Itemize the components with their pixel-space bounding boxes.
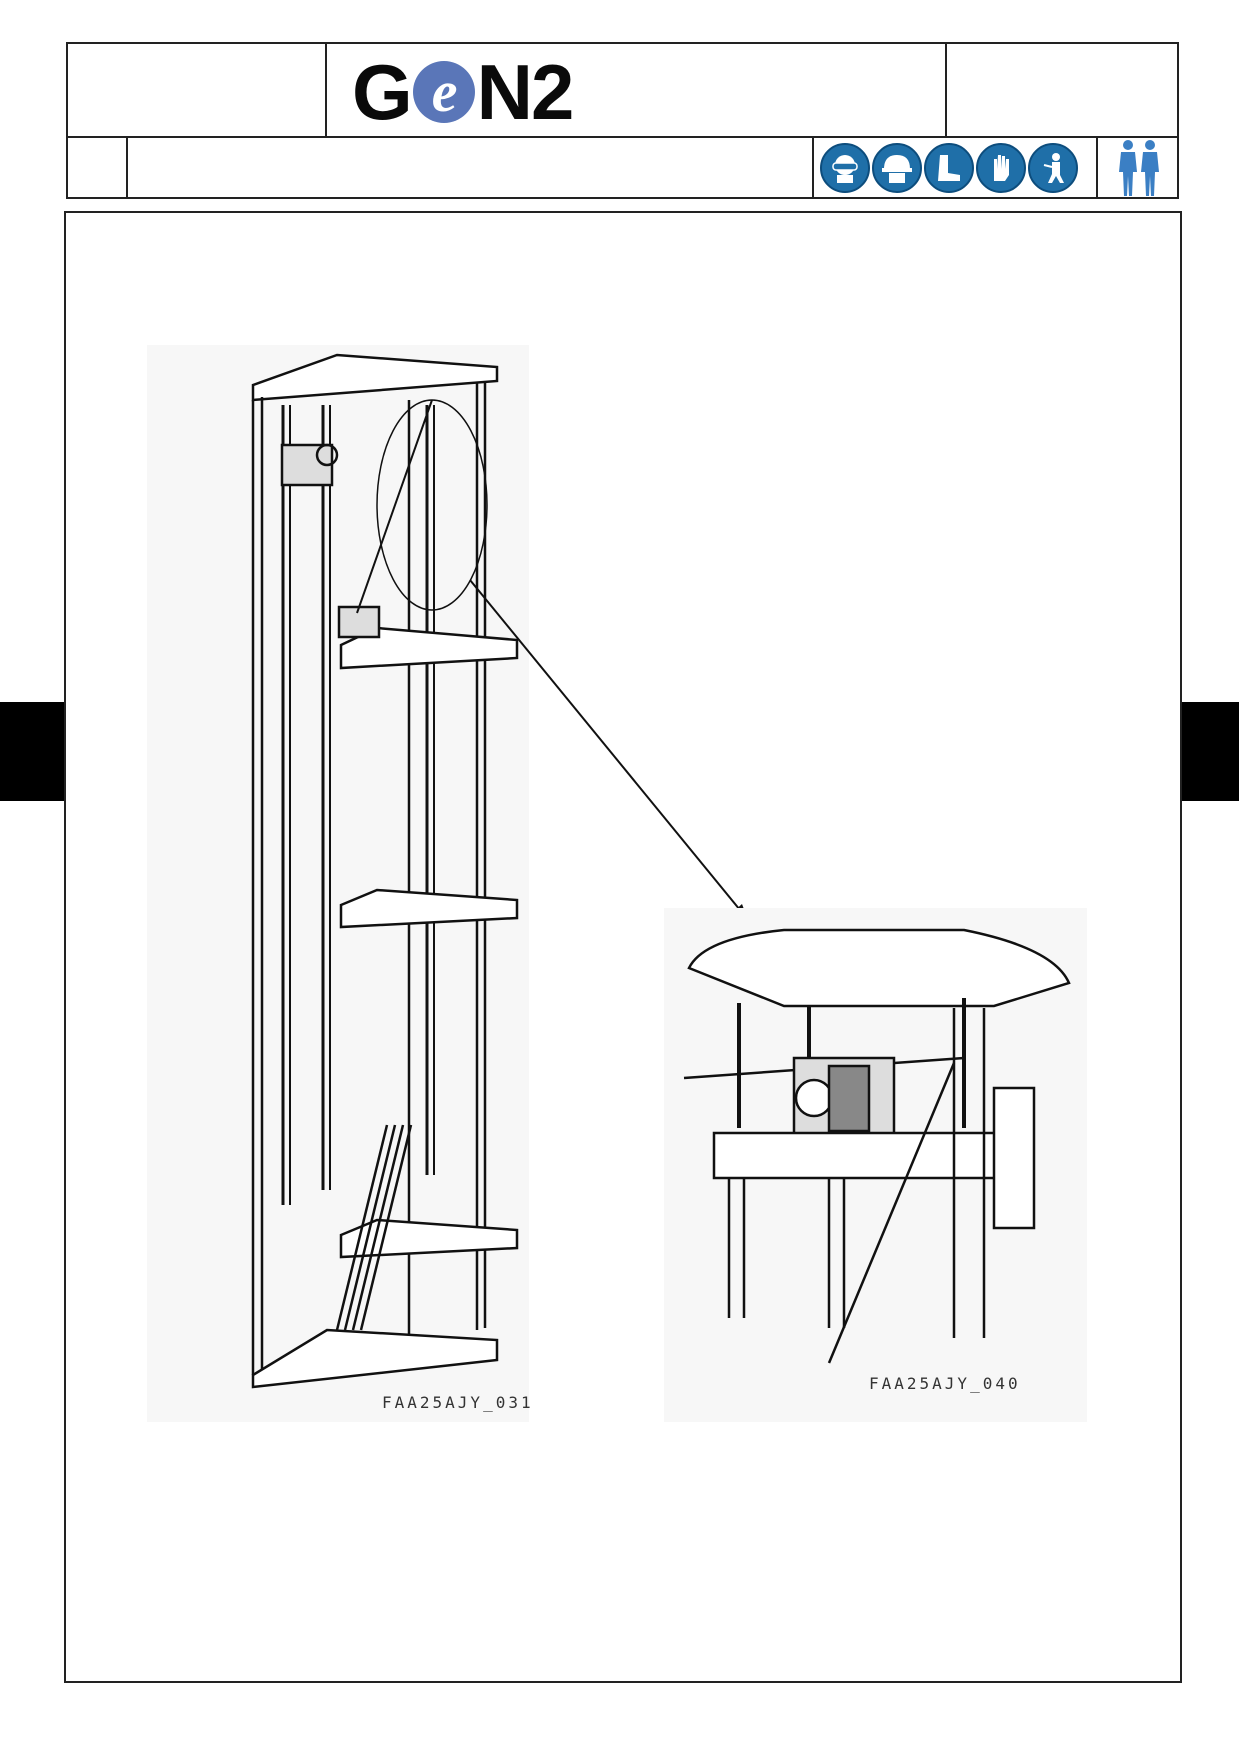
- header-divider-v5: [1096, 136, 1098, 199]
- header-divider-v2: [945, 42, 947, 137]
- hard-hat-icon: [872, 143, 922, 193]
- document-header: [66, 42, 1179, 199]
- header-divider-v4: [812, 136, 814, 199]
- figure-shaft-overview: FAA25AJY_031: [147, 345, 531, 1422]
- shaft-illustration: [251, 353, 519, 1389]
- winch-detail-illustration: [683, 928, 1071, 1364]
- figure-code-left: FAA25AJY_031: [382, 1393, 534, 1412]
- figure-top-detail: FAA25AJY_040: [664, 908, 1087, 1422]
- content-frame: [64, 211, 1182, 1683]
- right-chapter-tab: [1181, 702, 1239, 801]
- safety-glasses-icon: [820, 143, 870, 193]
- header-divider-horizontal: [66, 136, 1179, 138]
- gloves-icon: [976, 143, 1026, 193]
- logo-prefix: G: [352, 47, 413, 136]
- gen2-logo: G e N2: [352, 48, 574, 136]
- logo-e-circle: e: [412, 61, 475, 123]
- figure-code-right: FAA25AJY_040: [869, 1374, 1021, 1393]
- left-chapter-tab: [0, 702, 66, 801]
- logo-suffix: N2: [476, 47, 575, 136]
- header-divider-v3: [126, 136, 128, 199]
- header-divider-v1: [325, 42, 327, 137]
- safety-boots-icon: [924, 143, 974, 193]
- harness-icon: [1028, 143, 1078, 193]
- two-persons-icon: [1106, 138, 1172, 198]
